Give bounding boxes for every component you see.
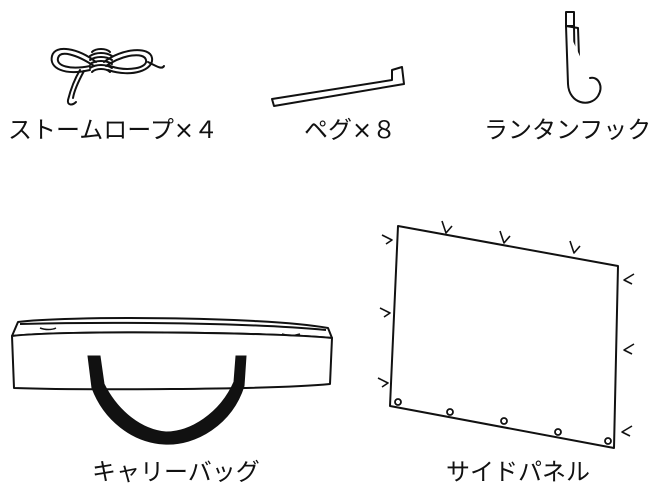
side-panel-label: サイドパネル bbox=[446, 458, 590, 486]
peg-label: ペグ×８ bbox=[304, 116, 397, 144]
carry-bag-label: キャリーバッグ bbox=[92, 458, 260, 486]
lantern-hook-label: ランタンフック bbox=[484, 116, 652, 144]
storm-rope-label: ストームロープ×４ bbox=[8, 116, 218, 144]
